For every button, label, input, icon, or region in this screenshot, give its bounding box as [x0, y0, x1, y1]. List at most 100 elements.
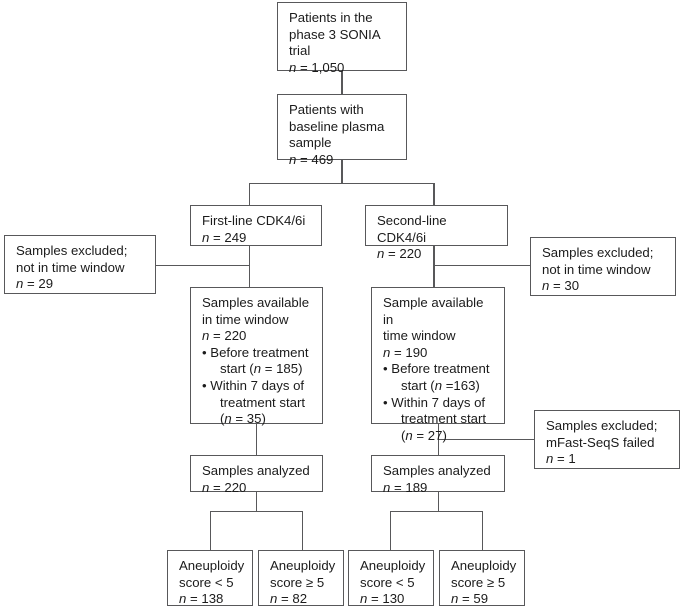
bullet2-value: = 27) [412, 427, 447, 443]
node-excluded-left-line1: Samples excluded; [16, 243, 128, 258]
connector-baseline-down [341, 160, 343, 183]
n-symbol: n [224, 411, 232, 427]
node-aneuploidy-4-line2: score ≥ 5 [451, 574, 506, 590]
n-value: = 220 [209, 479, 247, 495]
bullet1-value: =163) [442, 377, 480, 393]
node-aneuploidy-4[interactable]: Aneuploidy score ≥ 5 n = 59 [439, 550, 525, 606]
node-first-line-label: First-line CDK4/6i [202, 213, 306, 228]
n-symbol: n [546, 451, 554, 467]
connector-split-to-aneu-4 [481, 511, 483, 550]
node-aneuploidy-3-count: n = 130 [360, 591, 424, 608]
n-value: = 30 [549, 278, 580, 294]
node-excluded-left[interactable]: Samples excluded; not in time window n =… [4, 235, 156, 294]
bullet1-cont: start ( [401, 377, 435, 393]
node-baseline-line2: baseline plasma [289, 118, 385, 134]
node-available-left[interactable]: Samples available in time window n = 220… [190, 287, 323, 426]
n-value: = 29 [23, 276, 54, 292]
node-aneuploidy-3[interactable]: Aneuploidy score < 5 n = 130 [348, 550, 434, 606]
node-analyzed-right-count: n = 189 [383, 480, 495, 497]
node-enrolled-line2: phase 3 SONIA [289, 26, 381, 42]
n-symbol: n [383, 479, 391, 495]
n-symbol: n [289, 151, 297, 167]
node-available-right-count: n = 190 [383, 345, 495, 362]
node-available-left-count: n = 220 [202, 328, 313, 345]
node-available-right[interactable]: Sample available in time window n = 190 … [371, 287, 505, 443]
connector-split-to-first-line [249, 182, 251, 206]
n-value: = 190 [390, 344, 428, 360]
node-excluded-right-line1: Samples excluded; [542, 245, 654, 260]
node-available-left-bullet2: • Within 7 days of treatment start (n = … [202, 378, 313, 428]
n-symbol: n [253, 361, 262, 377]
node-excluded-mfast-count: n = 1 [546, 451, 670, 468]
connector-available-right-to-excluded-mfast [438, 439, 534, 441]
n-value: = 130 [367, 591, 405, 607]
node-aneuploidy-4-count: n = 59 [451, 591, 515, 608]
n-symbol: n [16, 276, 24, 292]
bullet2-cont: treatment start [401, 411, 487, 427]
connector-baseline-split-horizontal [249, 182, 434, 184]
connector-split-to-aneu-1 [210, 511, 212, 550]
node-second-line[interactable]: Second-line CDK4/6i n = 220 [365, 205, 508, 261]
node-analyzed-right[interactable]: Samples analyzed n = 189 [371, 455, 505, 495]
bullet1-value: = 185) [261, 361, 303, 377]
n-symbol: n [451, 591, 459, 607]
node-aneuploidy-3-line1: Aneuploidy [360, 558, 426, 573]
bullet1-text: • Before treatment [383, 361, 490, 377]
node-baseline[interactable]: Patients with baseline plasma sample n =… [277, 94, 407, 167]
node-first-line[interactable]: First-line CDK4/6i n = 249 [190, 205, 322, 246]
node-excluded-mfast[interactable]: Samples excluded; mFast-SeqS failed n = … [534, 410, 680, 469]
n-value: = 59 [458, 591, 489, 607]
connector-available-left-to-analyzed-left [256, 424, 258, 455]
n-symbol: n [542, 278, 550, 294]
n-symbol: n [179, 591, 187, 607]
node-analyzed-left-count: n = 220 [202, 480, 313, 497]
connector-analyzed-right-down [438, 492, 440, 512]
bullet1-text: • Before treatment [202, 344, 309, 360]
node-available-right-bullet1: • Before treatment start (n =163) [383, 361, 495, 394]
n-value: = 1 [553, 451, 576, 467]
connector-analyzed-right-split [390, 511, 483, 513]
node-aneuploidy-1[interactable]: Aneuploidy score < 5 n = 138 [167, 550, 253, 606]
node-analyzed-right-label: Samples analyzed [383, 463, 491, 478]
n-symbol: n [360, 591, 368, 607]
node-second-line-label: Second-line CDK4/6i [377, 213, 451, 245]
node-aneuploidy-2-count: n = 82 [270, 591, 334, 608]
n-symbol: n [377, 246, 385, 262]
bullet2-value: = 35) [231, 411, 266, 427]
node-aneuploidy-2-line2: score ≥ 5 [270, 574, 325, 590]
n-symbol: n [289, 59, 297, 75]
n-symbol: n [202, 328, 210, 344]
node-excluded-right-count: n = 30 [542, 278, 666, 295]
node-excluded-right[interactable]: Samples excluded; not in time window n =… [530, 237, 676, 296]
node-aneuploidy-1-line1: Aneuploidy [179, 558, 245, 573]
bullet2-text: • Within 7 days of [202, 377, 305, 393]
n-symbol: n [383, 344, 391, 360]
n-value: = 220 [384, 246, 422, 262]
node-available-left-line1: Samples available [202, 295, 310, 310]
node-available-right-line1: Sample available in [383, 295, 488, 327]
node-excluded-left-line2: not in time window [16, 259, 125, 275]
node-analyzed-left[interactable]: Samples analyzed n = 220 [190, 455, 323, 495]
node-enrolled-line1: Patients in the [289, 10, 373, 25]
node-enrolled-count: n = 1,050 [289, 60, 397, 77]
bullet1-cont: start ( [220, 361, 254, 377]
node-aneuploidy-2[interactable]: Aneuploidy score ≥ 5 n = 82 [258, 550, 344, 606]
node-enrolled[interactable]: Patients in the phase 3 SONIA trial n = … [277, 2, 407, 75]
n-value: = 220 [209, 328, 247, 344]
node-available-left-line2: in time window [202, 311, 289, 327]
bullet2-text: • Within 7 days of [383, 394, 486, 410]
bullet2-paren: ( [401, 427, 406, 443]
node-second-line-count: n = 220 [377, 246, 498, 263]
node-aneuploidy-1-line2: score < 5 [179, 574, 234, 590]
n-value: = 138 [186, 591, 224, 607]
n-value: = 249 [209, 229, 247, 245]
n-value: = 469 [296, 151, 334, 167]
bullet2-paren: ( [220, 411, 225, 427]
node-enrolled-line3: trial [289, 43, 311, 59]
node-available-right-bullet2: • Within 7 days of treatment start (n = … [383, 395, 495, 445]
node-analyzed-left-label: Samples analyzed [202, 463, 310, 478]
connector-enrolled-to-baseline [341, 71, 343, 94]
n-value: = 189 [390, 479, 428, 495]
node-available-left-bullet1: • Before treatment start (n = 185) [202, 345, 313, 378]
